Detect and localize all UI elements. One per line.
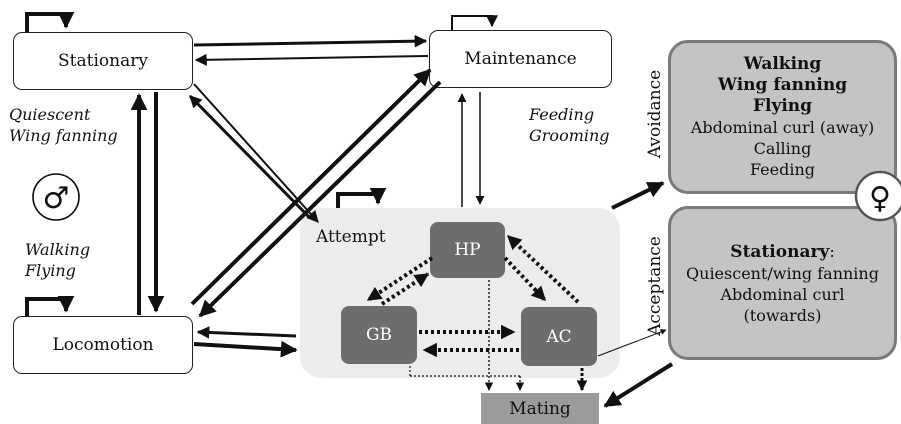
arrow-locomotion-to-maintenance bbox=[190, 68, 432, 306]
arrow-stationary-to-attempt bbox=[193, 83, 319, 223]
state-hp: HP bbox=[430, 222, 505, 278]
state-ac: AC bbox=[521, 307, 597, 366]
arrow-stationary-to-maintenance bbox=[193, 34, 428, 48]
state-stationary: Stationary bbox=[13, 32, 193, 90]
female-symbol: ♀ bbox=[869, 181, 891, 216]
arrow-maintenance-to-locomotion bbox=[198, 80, 442, 318]
acceptance-behaviour-2: Abdominal curl bbox=[720, 284, 845, 304]
arrow-locomotion-to-attempt bbox=[193, 340, 298, 358]
acceptance-behaviour-3: (towards) bbox=[743, 305, 822, 325]
female-symbol-circle bbox=[854, 170, 901, 222]
avoidance-bold-3: Flying bbox=[752, 96, 813, 116]
avoidance-behaviour-1: Abdominal curl (away) bbox=[690, 118, 875, 137]
state-maintenance: Maintenance bbox=[429, 30, 612, 88]
locomotion-behaviour-1: Walking bbox=[25, 240, 91, 259]
arrow-maintenance-to-stationary bbox=[194, 53, 429, 66]
dotted-ac-to-hp bbox=[506, 234, 580, 304]
stationary-behaviours: Quiescent Wing fanning bbox=[9, 104, 118, 146]
avoidance-behaviour-2: Calling bbox=[753, 139, 812, 158]
arrow-attempt-to-acceptance bbox=[597, 329, 667, 357]
female-acceptance-box: Stationary: Quiescent/wing fanning Abdom… bbox=[668, 206, 897, 360]
arrow-attempt-to-avoidance bbox=[611, 181, 665, 210]
acceptance-behaviour-1: Quiescent/wing fanning bbox=[686, 263, 879, 283]
self-loop-maintenance bbox=[451, 15, 498, 30]
attempt-label: Attempt bbox=[316, 227, 386, 247]
acceptance-title: Stationary: bbox=[730, 241, 834, 263]
arrow-acceptance-to-mating bbox=[603, 362, 674, 408]
arrow-attempt-to-stationary bbox=[188, 94, 312, 220]
maintenance-behaviour-1: Feeding bbox=[529, 105, 595, 124]
maintenance-behaviour-2: Grooming bbox=[529, 126, 610, 145]
male-symbol-circle bbox=[32, 173, 80, 221]
self-loop-stationary bbox=[25, 11, 75, 32]
dotted-hp-to-ac bbox=[503, 256, 547, 302]
self-loop-attempt bbox=[336, 187, 387, 208]
female-avoidance-box: Walking Wing fanning Flying Abdominal cu… bbox=[668, 40, 897, 194]
stationary-behaviour-1: Quiescent bbox=[9, 105, 91, 124]
acceptance-bold: Stationary bbox=[730, 241, 830, 262]
avoidance-behaviour-3: Feeding bbox=[749, 160, 816, 179]
locomotion-behaviours: Walking Flying bbox=[25, 239, 90, 281]
avoidance-bold-1: Walking bbox=[743, 54, 822, 74]
arrow-attempt-to-locomotion bbox=[196, 326, 297, 339]
locomotion-behaviour-2: Flying bbox=[25, 261, 76, 280]
state-gb: GB bbox=[341, 306, 417, 364]
state-mating: Mating bbox=[481, 393, 599, 424]
state-locomotion: Locomotion bbox=[13, 316, 193, 374]
maintenance-behaviours: Feeding Grooming bbox=[529, 104, 610, 146]
self-loop-locomotion bbox=[25, 295, 75, 316]
dotted-hp-to-gb bbox=[366, 256, 434, 302]
acceptance-colon: : bbox=[829, 241, 835, 261]
stationary-behaviour-2: Wing fanning bbox=[9, 126, 118, 145]
avoidance-bold-2: Wing fanning bbox=[717, 75, 848, 95]
male-symbol: ♂ bbox=[43, 181, 70, 216]
dotted-gb-to-hp bbox=[380, 272, 430, 306]
